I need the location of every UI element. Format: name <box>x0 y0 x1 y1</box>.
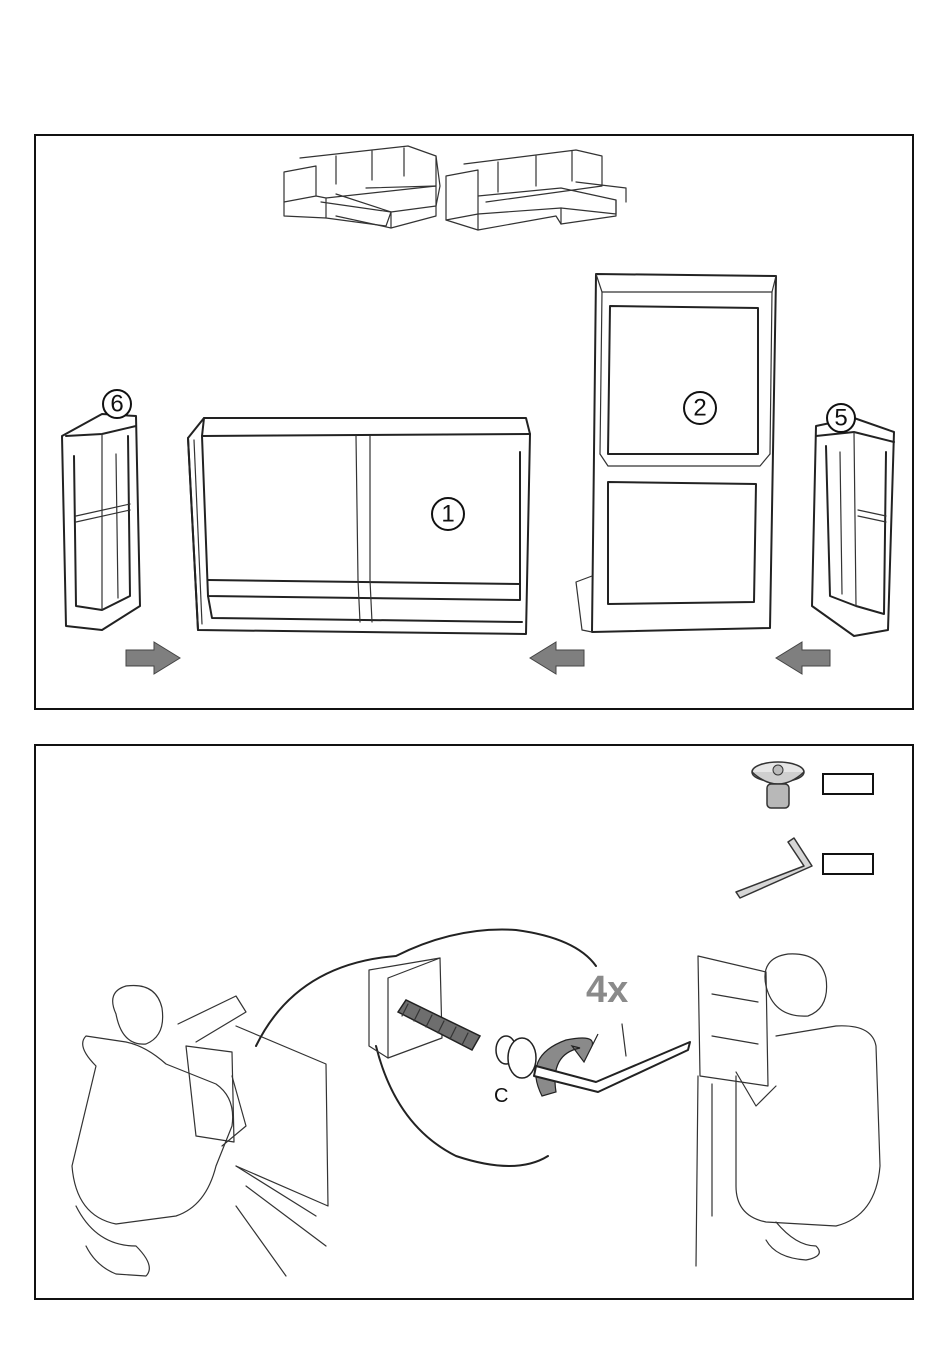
step-panel-arrangement: 6 1 2 <box>34 134 914 710</box>
quantity-label: 4x <box>586 969 628 1011</box>
part-6-armrest <box>62 414 140 630</box>
part-2-number: 2 <box>693 395 706 422</box>
arrow-right-icon <box>126 642 180 674</box>
person-right-illustration <box>696 954 880 1266</box>
arrow-left-icon <box>530 642 584 674</box>
bolt-icon <box>752 762 804 808</box>
part-5-number: 5 <box>834 405 847 432</box>
part-1-number: 1 <box>441 501 454 528</box>
person-left-illustration <box>72 985 328 1276</box>
allen-key-icon <box>736 838 812 898</box>
sofa-variant-right-icon <box>446 150 626 230</box>
sofa-variant-left-icon <box>284 146 440 228</box>
part-2-chaise <box>576 274 776 632</box>
arrow-left-icon <box>776 642 830 674</box>
detail-callout <box>256 930 596 1166</box>
part-6-number: 6 <box>110 391 123 418</box>
part-5-armrest <box>812 418 894 636</box>
allen-key-count-box <box>822 853 874 875</box>
arrangement-diagram: 6 1 2 <box>36 136 916 712</box>
connector-label: C <box>494 1085 508 1107</box>
threaded-rod-icon <box>398 1000 480 1050</box>
part-1-seat-base <box>188 418 530 634</box>
bolt-count-box <box>822 773 874 795</box>
step-panel-bolting: C 4x <box>34 744 914 1300</box>
bolting-diagram: C 4x <box>36 746 916 1302</box>
connector-c-icon <box>496 1036 536 1078</box>
